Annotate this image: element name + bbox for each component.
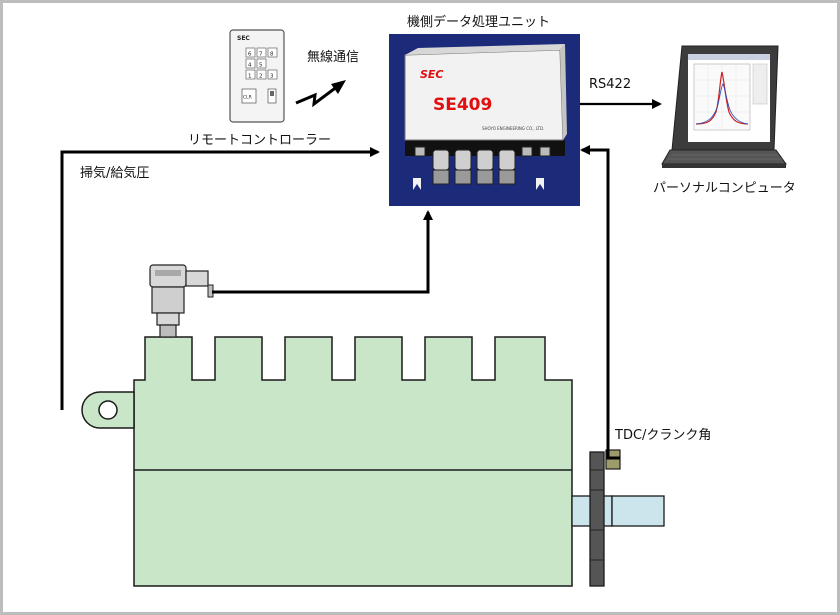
wireless-zigzag bbox=[295, 84, 339, 108]
remote-key-label: 4 bbox=[248, 63, 252, 69]
laptop-base bbox=[662, 164, 786, 168]
remote-label: リモートコントローラー bbox=[188, 133, 332, 148]
data-processing-unit: SEC SE409 SHOYO ENGINEERING CO., LTD. bbox=[389, 34, 580, 206]
rs422-label: RS422 bbox=[589, 77, 632, 92]
unit-brand: SEC bbox=[420, 68, 444, 81]
engine-body bbox=[133, 336, 573, 587]
flywheel bbox=[589, 451, 605, 587]
sensor-body bbox=[151, 286, 185, 314]
unit-model: SE409 bbox=[433, 95, 492, 115]
connector-small bbox=[414, 146, 426, 157]
connector-small bbox=[521, 146, 533, 157]
unit-case-top bbox=[405, 44, 565, 55]
remote-key bbox=[267, 47, 278, 58]
remote-key bbox=[256, 58, 267, 69]
remote-switch-knob bbox=[270, 91, 274, 96]
connections bbox=[60, 80, 662, 460]
unit-connectors bbox=[414, 146, 551, 185]
remote-clr-label: CLR bbox=[243, 95, 252, 101]
connector-cable bbox=[476, 169, 494, 185]
remote-brand: SEC bbox=[237, 35, 250, 42]
connector-cable bbox=[498, 169, 516, 185]
remote-clr-key bbox=[241, 88, 257, 104]
remote-key bbox=[256, 69, 267, 80]
remote-key-label: 8 bbox=[270, 52, 274, 58]
wireless-label: 無線通信 bbox=[307, 50, 360, 65]
sensor-thread bbox=[159, 324, 177, 338]
connector-small bbox=[539, 146, 551, 157]
sensor-connector bbox=[185, 270, 209, 287]
engine-lug-hole bbox=[98, 400, 118, 420]
unit-case-side bbox=[560, 44, 567, 140]
remote-key bbox=[245, 47, 256, 58]
connector bbox=[454, 149, 472, 171]
crankshaft-end bbox=[611, 495, 665, 527]
pressure-sensor bbox=[149, 264, 214, 338]
remote-key-label: 2 bbox=[259, 74, 263, 80]
unit-title-label: 機側データ処理ユニット bbox=[407, 15, 551, 30]
laptop bbox=[661, 45, 787, 168]
remote-key-label: 5 bbox=[259, 63, 263, 69]
connector-cable bbox=[432, 169, 450, 185]
connector bbox=[432, 149, 450, 171]
remote-key bbox=[245, 58, 256, 69]
wireless-arrowhead bbox=[331, 80, 346, 94]
laptop-pressure-curve-2 bbox=[695, 83, 749, 125]
laptop-screen-panel bbox=[752, 63, 768, 105]
connector-cable bbox=[454, 169, 472, 185]
sensor-nut bbox=[156, 312, 180, 326]
pressure-signal-line bbox=[212, 210, 433, 294]
scavenge-signal-line bbox=[60, 147, 380, 410]
unit-maker: SHOYO ENGINEERING CO., LTD. bbox=[482, 126, 544, 131]
remote-key-label: 1 bbox=[248, 74, 252, 80]
remote-key bbox=[256, 47, 267, 58]
connector bbox=[498, 149, 516, 171]
pc-label: パーソナルコンピュータ bbox=[653, 181, 796, 196]
tdc-signal-line bbox=[580, 145, 620, 460]
connector bbox=[476, 149, 494, 171]
laptop-screen-titlebar bbox=[688, 54, 770, 60]
scavenge-label: 掃気/給気圧 bbox=[80, 166, 150, 181]
remote-key-label: 7 bbox=[259, 52, 263, 58]
remote-key-label: 6 bbox=[248, 52, 252, 58]
laptop-keyboard bbox=[661, 149, 787, 165]
remote-keypad: 6 7 8 4 5 1 2 3 bbox=[245, 47, 278, 80]
remote-controller: SEC 6 7 8 4 5 1 2 3 CLR bbox=[229, 29, 285, 123]
unit-foot bbox=[413, 178, 421, 190]
remote-key bbox=[245, 69, 256, 80]
engine bbox=[81, 336, 665, 587]
unit-foot bbox=[536, 178, 544, 190]
remote-key bbox=[267, 69, 278, 80]
remote-key-label: 3 bbox=[270, 74, 274, 80]
sensor-band bbox=[155, 270, 181, 276]
tdc-label: TDC/クランク角 bbox=[615, 428, 712, 443]
laptop-pressure-curve bbox=[695, 71, 749, 125]
